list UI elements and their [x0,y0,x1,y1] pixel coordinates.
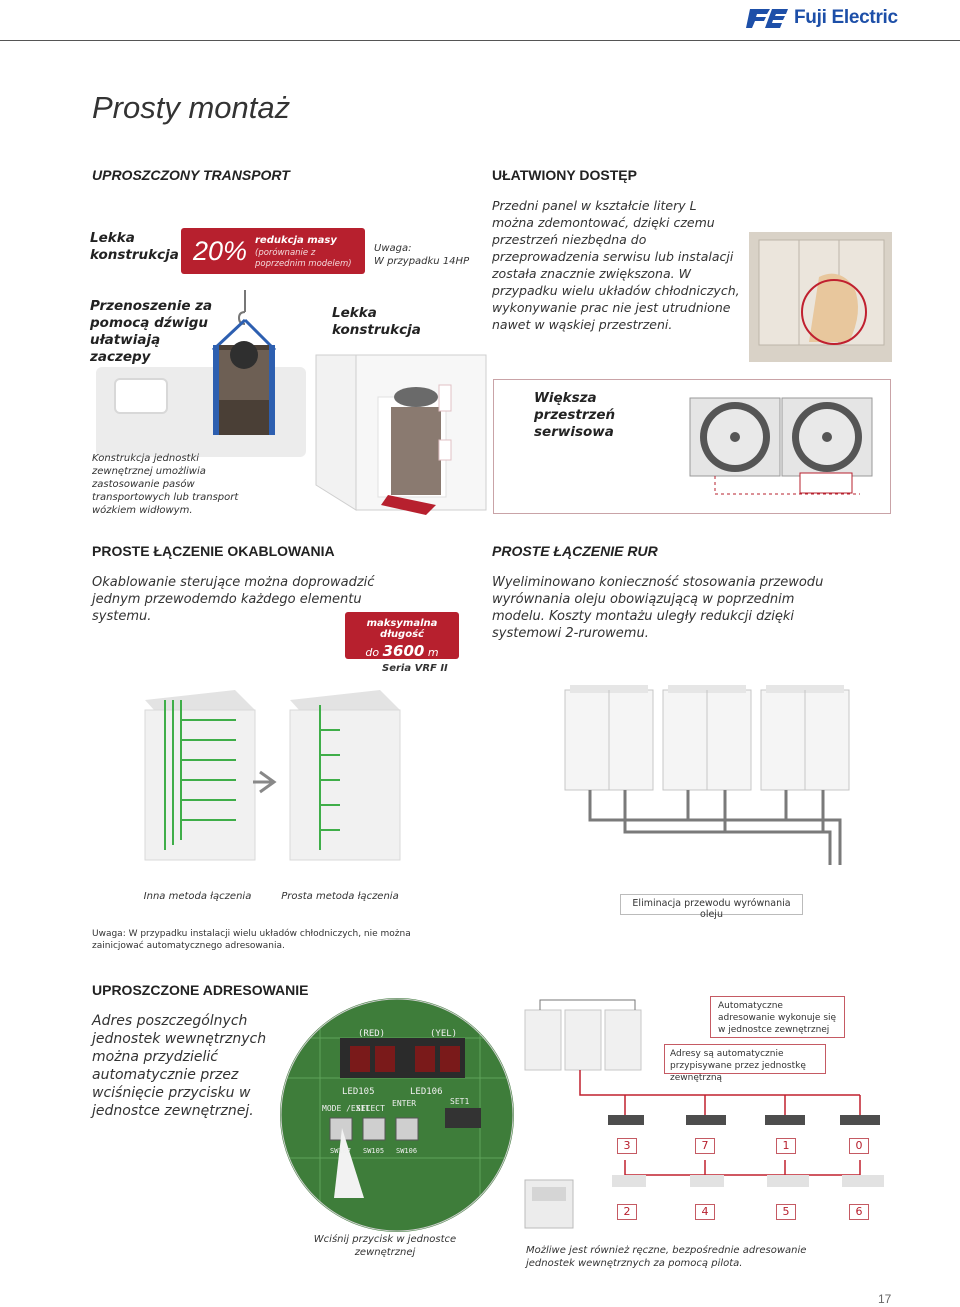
assigned-addresses-label: Adresy są automatycznie przypisywane prz… [670,1049,806,1083]
max-length-label: maksymalna długość [366,618,438,640]
fuji-logo-mark-icon [746,9,788,28]
access-photo [749,232,892,362]
board-label-red: (RED) [358,1029,385,1039]
service-box-illustration [315,354,487,515]
max-length-prefix: do [365,646,380,659]
reduction-title: redukcja masy [255,235,337,246]
board-label-set1: SET1 [450,1097,469,1106]
address-bottom-3: 5 [776,1204,796,1220]
page-number: 17 [878,1292,892,1306]
light-construction-label: Lekka konstrukcja [90,230,179,263]
board-label-sw1: SW107 [330,1147,351,1155]
board-label-enter: ENTER [392,1099,416,1108]
caption-other-method: Inna metoda łączenia [143,891,252,902]
address-bottom-4: 6 [849,1204,869,1220]
header-rule [0,40,960,41]
caption-simple-method: Prosta metoda łączenia [281,891,399,902]
manual-addressing-caption: Możliwe jest również ręczne, bezpośredni… [526,1245,807,1269]
forklift-slot [114,378,168,414]
addressing-text: Adres poszczególnych jednostek wewnętrzn… [92,1013,267,1119]
page-title: Prosty montaż [92,90,291,125]
crane-unit-illustration [211,290,277,435]
outdoor-units-piping-illustration [564,685,850,865]
wiring-text: Okablowanie sterujące można doprowadzić … [92,575,375,624]
wiring-note: Uwaga: W przypadku instalacji wielu ukła… [92,929,411,951]
max-length-unit: m [427,646,439,659]
brand-name: Fuji Electric [794,7,898,28]
wiring-buildings-illustration [144,690,401,861]
addressing-heading: UPROSZCZONE ADRESOWANIE [92,982,309,998]
board-label-sw3: SW106 [396,1147,417,1155]
rur-caption-box: Eliminacja przewodu wyrównania oleju [620,894,803,920]
transport-heading: UPROSZCZONY TRANSPORT [92,167,290,183]
crane-hooks-label: Przenoszenie za pomocą dźwigu ułatwiają … [90,298,213,365]
address-top-3: 1 [776,1138,796,1154]
rur-caption: Eliminacja przewodu wyrównania oleju [632,898,791,920]
reduction-note: (porównanie z poprzednim modelem) [255,248,352,269]
address-top-2: 7 [695,1138,715,1154]
reduction-percent: 20% [193,236,248,266]
board-label-sw2: SW105 [363,1147,384,1155]
max-length-value: 3600 [382,642,425,660]
addressing-diagram [524,999,884,1229]
wiring-heading: PROSTE ŁĄCZENIE OKABLOWANIA [92,543,335,559]
access-heading: UŁATWIONY DOSTĘP [492,167,637,183]
address-bottom-2: 4 [695,1204,715,1220]
circuit-board-photo: (RED) (YEL) LED105 LED106 MODE /EXIT SEL… [280,998,514,1232]
board-label-select: SELECT [356,1104,385,1113]
address-top-4: 0 [849,1138,869,1154]
board-label-mode: MODE /EXIT [322,1104,370,1113]
board-label-led2: LED106 [410,1087,443,1097]
service-space-label: Większa przestrzeń serwisowa [534,390,616,440]
max-length-value-row: do 3600 m [345,642,459,660]
auto-addressing-box: Automatyczne adresowanie wykonuje się w … [710,996,845,1038]
brand-logo: Fuji Electric [746,6,948,30]
max-length-badge: maksymalna długość do 3600 m [345,612,459,660]
series-label: Seria VRF II [382,663,448,674]
weight-reduction-badge: 20% redukcja masy (porównanie z poprzedn… [181,228,365,274]
auto-addressing-label: Automatyczne adresowanie wykonuje się w … [718,1001,837,1035]
access-text: Przedni panel w kształcie litery L można… [492,198,740,332]
board-label-led1: LED105 [342,1087,375,1097]
board-label-yel: (YEL) [430,1029,457,1039]
press-button-caption: Wciśnij przycisk w jednostce zewnętrznej [313,1234,457,1258]
rur-text: Wyeliminowano konieczność stosowania prz… [492,575,824,641]
assigned-addresses-box: Adresy są automatycznie przypisywane prz… [664,1044,826,1083]
address-bottom-1: 2 [617,1204,637,1220]
transport-belt-caption: Konstrukcja jednostki zewnętrznej umożli… [92,453,239,516]
light-construction-label-2: Lekka konstrukcja [332,305,421,338]
service-space-panel: Większa przestrzeń serwisowa [493,379,891,514]
note-label: Uwaga: [374,243,412,254]
address-top-1: 3 [617,1138,637,1154]
note-text: W przypadku 14HP [374,256,470,267]
fan-units-illustration [689,397,873,495]
rur-heading: PROSTE ŁĄCZENIE RUR [492,543,658,559]
